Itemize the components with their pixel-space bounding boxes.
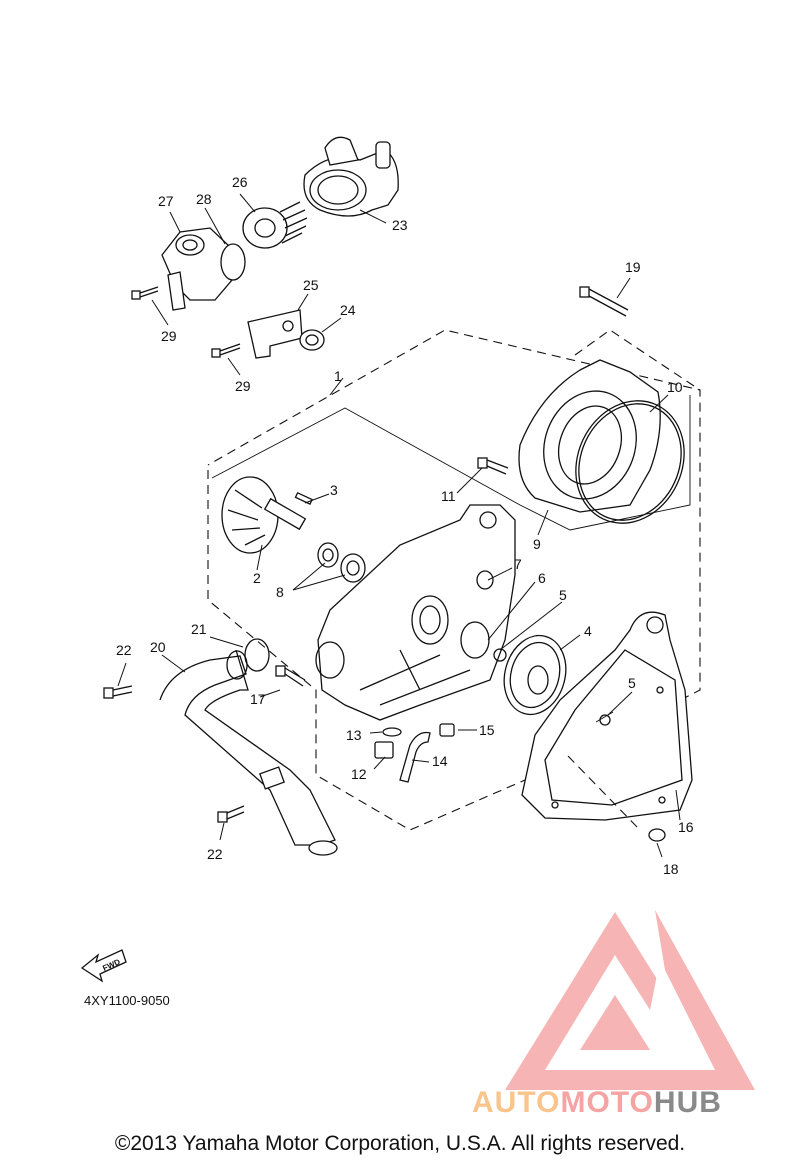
- copyright-notice: ©2013 Yamaha Motor Corporation, U.S.A. A…: [114, 1132, 686, 1155]
- thermostat-housing: [303, 136, 399, 217]
- callout-7: 7: [514, 556, 522, 572]
- callout-12: 12: [351, 766, 367, 782]
- hose-fitting: [439, 723, 455, 737]
- diagram-code: 4XY1100-9050: [84, 993, 170, 1008]
- bolt-29a: [131, 286, 159, 300]
- bracket: [247, 309, 303, 359]
- water-outlet-pipe: [161, 227, 246, 311]
- water-pump-cover: [518, 359, 661, 513]
- fwd-arrow-icon: FWD: [80, 949, 127, 983]
- watermark-part-auto: AUTO: [472, 1086, 561, 1119]
- watermark-part-moto: MOTO: [560, 1086, 654, 1119]
- o-ring-21: [244, 638, 270, 672]
- callout-5: 5: [559, 587, 567, 603]
- callout-6: 6: [538, 570, 546, 586]
- callout-18: 18: [663, 861, 679, 877]
- leader-lines: [117, 193, 681, 858]
- callout-22b: 22: [207, 846, 223, 862]
- thermostat: [242, 201, 308, 249]
- callout-26: 26: [232, 174, 248, 190]
- impeller: [221, 476, 307, 554]
- callout-3: 3: [330, 482, 338, 498]
- bolt-22b: [217, 805, 245, 823]
- mechanical-seal: [340, 553, 366, 583]
- callout-29b: 29: [235, 378, 251, 394]
- assembly-outline: [207, 329, 701, 831]
- grommet: [299, 329, 325, 351]
- pin: [294, 491, 313, 505]
- callout-13: 13: [346, 727, 362, 743]
- callout-11: 11: [441, 488, 456, 504]
- water-pump-housing: [315, 504, 516, 721]
- hose: [399, 731, 431, 783]
- callout-4: 4: [584, 623, 592, 639]
- callout-9: 9: [533, 536, 541, 552]
- drive-gear: [503, 634, 567, 716]
- watermark-part-hub: HUB: [653, 1086, 722, 1119]
- callout-19: 19: [625, 259, 641, 275]
- callout-17: 17: [250, 691, 266, 707]
- bolt-22a: [103, 685, 133, 699]
- water-pipe: [159, 649, 338, 856]
- gasket-13: [382, 727, 402, 737]
- bolt-19: [579, 286, 629, 317]
- dowel-pin: [648, 828, 666, 842]
- callout-5b: 5: [628, 675, 636, 691]
- callout-28: 28: [196, 191, 212, 207]
- callout-20: 20: [150, 639, 166, 655]
- callout-10: 10: [667, 379, 683, 395]
- callout-27: 27: [158, 193, 174, 209]
- callout-24: 24: [340, 302, 356, 318]
- bolt-11: [477, 457, 509, 475]
- callout-23: 23: [392, 217, 408, 233]
- bolt-17: [275, 665, 306, 687]
- callout-15: 15: [479, 722, 495, 738]
- oil-seal: [317, 542, 339, 568]
- watermark-logo-icon: [505, 910, 755, 1090]
- watermark-brand: AUTOMOTOHUB: [472, 1086, 722, 1120]
- callout-1: 1: [334, 368, 342, 384]
- bolt-29b: [211, 343, 241, 358]
- o-ring: [575, 400, 685, 524]
- callout-25: 25: [303, 277, 319, 293]
- callout-16: 16: [678, 819, 694, 835]
- callout-22a: 22: [116, 642, 132, 658]
- callout-21: 21: [191, 621, 207, 637]
- callout-8: 8: [276, 584, 284, 600]
- drain-bolt: [374, 741, 394, 759]
- callout-29a: 29: [161, 328, 177, 344]
- callout-2: 2: [253, 570, 261, 586]
- callout-14: 14: [432, 753, 448, 769]
